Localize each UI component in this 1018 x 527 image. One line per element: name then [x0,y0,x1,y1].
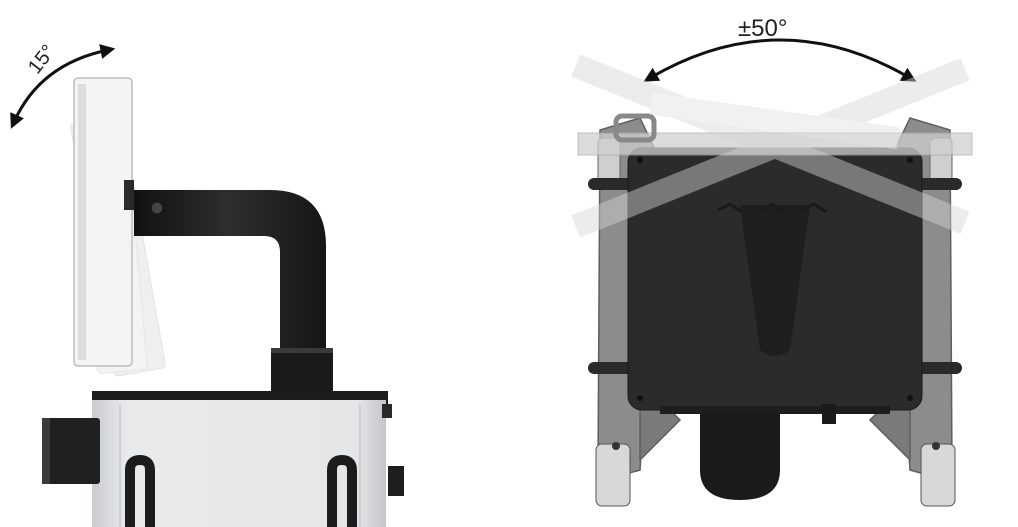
monitor [73,77,134,367]
cart-body [42,391,404,527]
side-handles [588,178,962,374]
cart-handle-left [125,454,155,527]
side-knob-right [388,466,404,496]
top-view: ±50° [571,15,973,507]
side-view: 15° [10,41,404,527]
cart-top-panel [627,147,923,411]
monitor-arm [134,190,333,396]
column-collar [271,348,333,396]
tilt-arrow-icon [10,44,116,129]
cart-handle-right [327,454,357,527]
swivel-ghosts [571,54,970,238]
swivel-arrow-icon [643,38,917,82]
monitor-top-view [577,113,973,156]
side-bin-left [42,418,100,484]
bottom-hardware [660,404,890,500]
arm-joint [150,201,164,215]
swivel-label: ±50° [738,15,787,42]
